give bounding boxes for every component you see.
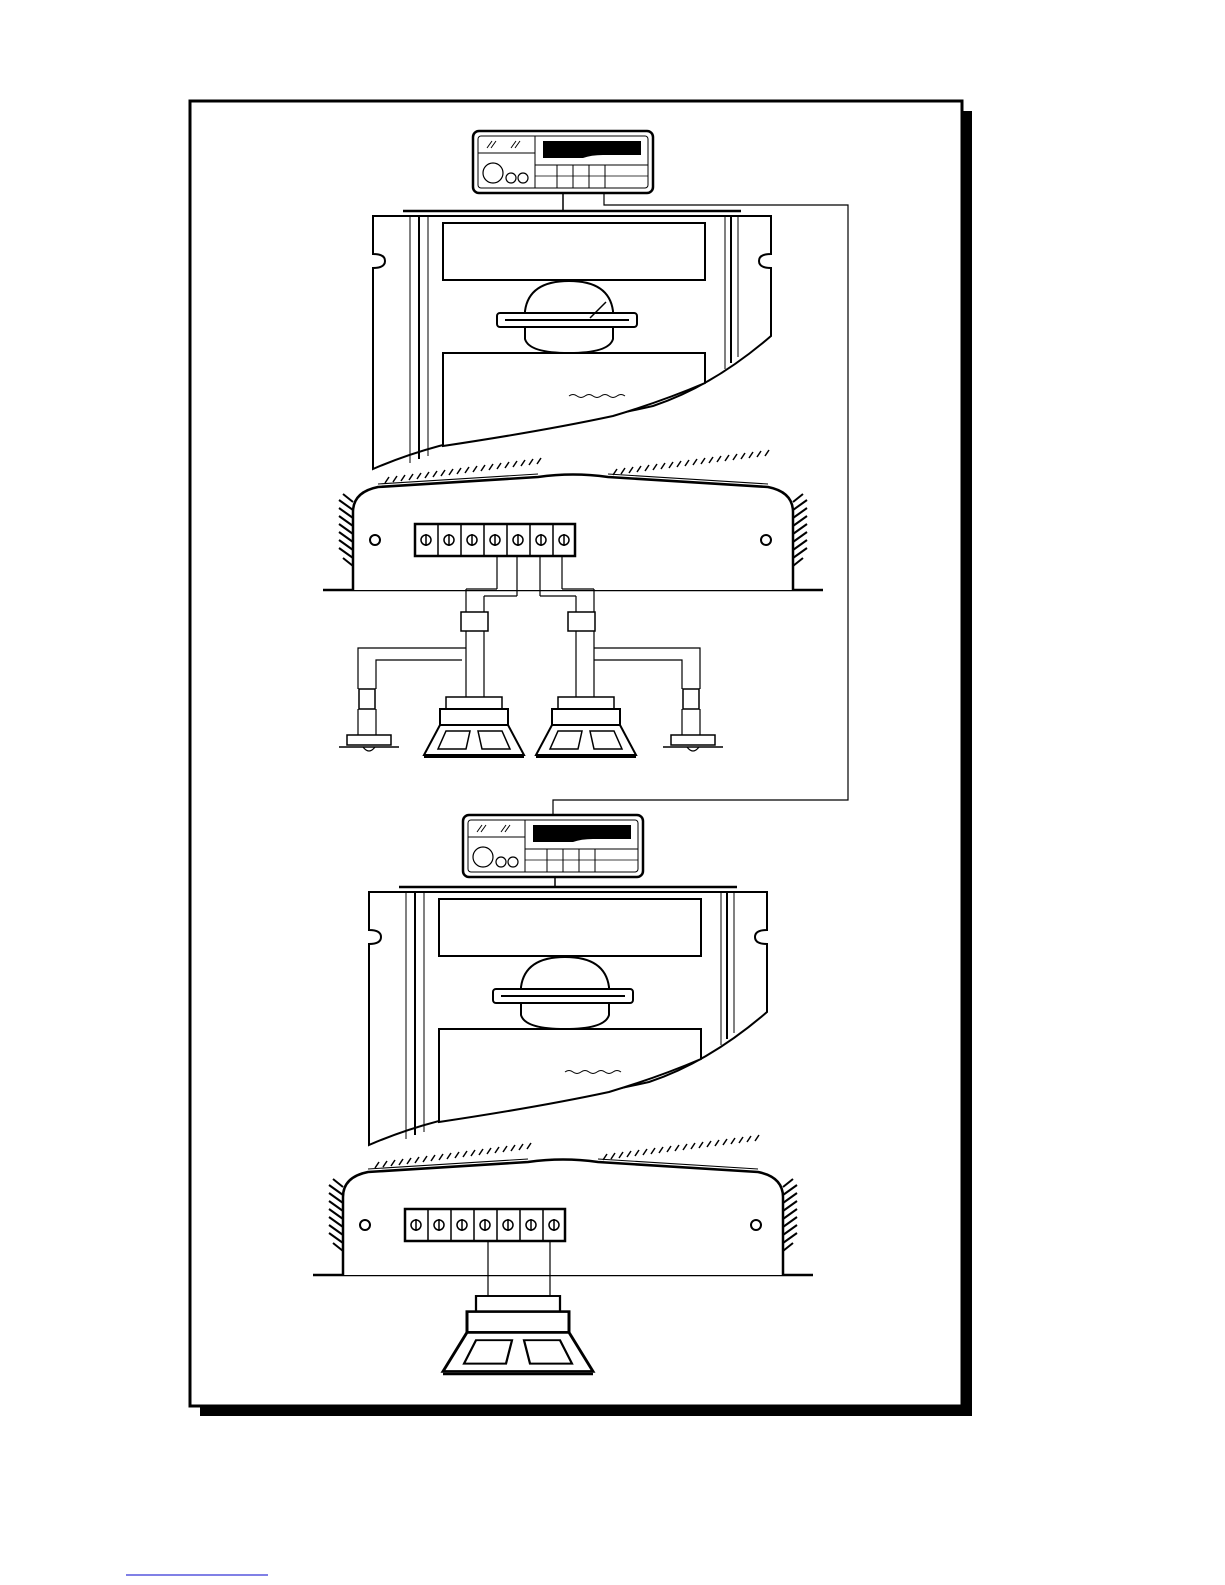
- crossover-right: [568, 612, 595, 631]
- head-unit-1: [473, 131, 653, 193]
- head-unit-2: [463, 815, 643, 877]
- crossover-left: [461, 612, 488, 631]
